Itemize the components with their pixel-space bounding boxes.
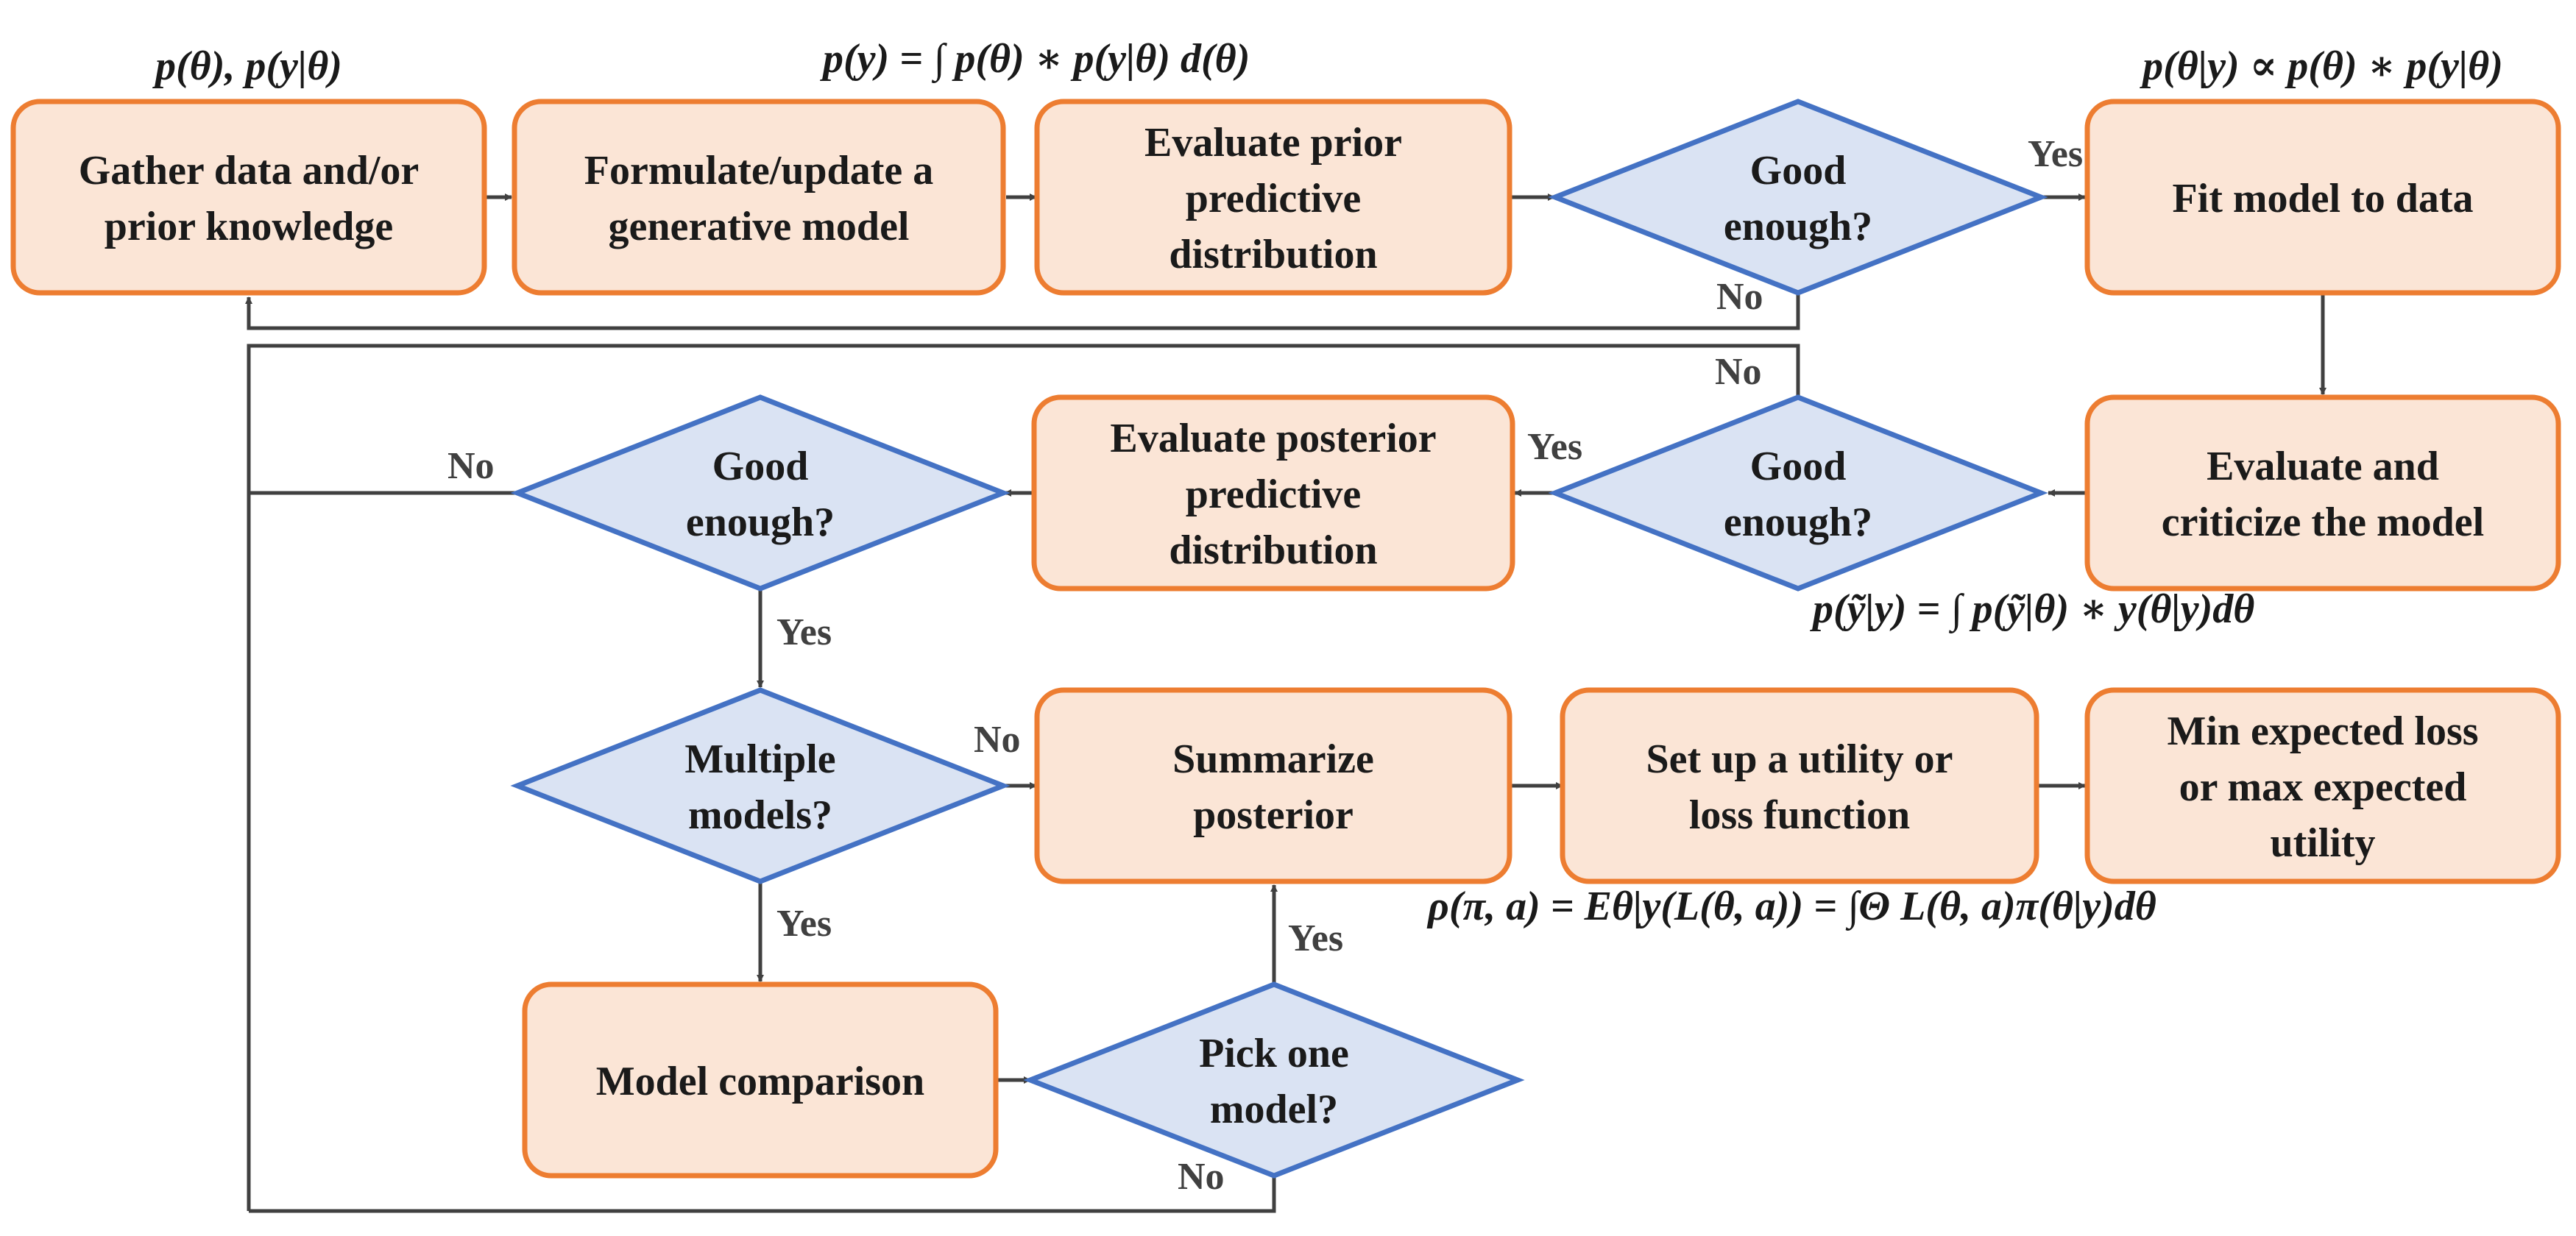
- decision-diamond: [510, 687, 1011, 884]
- node-good3: Good enough?: [510, 394, 1011, 592]
- node-good1: Good enough?: [1548, 99, 2048, 296]
- formula-marginal: p(y) = ∫ p(θ) ∗ p(y|θ) d(θ): [820, 36, 1250, 84]
- node-label-line: posterior: [1193, 792, 1354, 838]
- connectors: [245, 193, 2326, 1213]
- node-eval-prior: Evaluate prior predictive distribution: [1034, 99, 1512, 296]
- label-good1-yes: Yes: [2028, 133, 2083, 175]
- node-label-line: prior knowledge: [105, 204, 394, 249]
- node-label-line: models?: [688, 792, 832, 838]
- node-label-line: enough?: [1724, 204, 1872, 249]
- edge-good1-no: [245, 293, 1800, 330]
- node-fit: Fit model to data: [2084, 99, 2561, 296]
- process-box: [522, 981, 999, 1179]
- formula-prior-likelihood: p(θ), p(y|θ): [152, 43, 342, 89]
- process-box: [1034, 687, 1512, 884]
- node-comparison: Model comparison: [522, 981, 999, 1179]
- node-summarize: Summarize posterior: [1034, 687, 1512, 884]
- node-label-line: Set up a utility or: [1646, 736, 1953, 782]
- node-good2: Good enough?: [1548, 394, 2048, 592]
- label-good2-yes: Yes: [1527, 426, 1582, 468]
- decision-diamond: [1548, 99, 2048, 296]
- process-box: [512, 99, 1006, 296]
- decision-diamond: [510, 394, 1011, 592]
- edge-pick-no: [249, 1176, 1276, 1213]
- process-box: [2084, 394, 2561, 592]
- node-label-line: Gather data and/or: [79, 148, 420, 193]
- node-utility: Set up a utility or loss function: [1560, 687, 2039, 884]
- decision-diamond: [1548, 394, 2048, 592]
- edge-good2-no: [247, 344, 1800, 1211]
- formula-bayes-risk: ρ(π, a) = Eθ|y(L(θ, a)) = ∫Θ L(θ, a)π(θ|…: [1426, 884, 2156, 931]
- node-label-line: loss function: [1689, 792, 1910, 838]
- label-good3-yes: Yes: [776, 611, 832, 653]
- flow-nodes: Gather data and/or prior knowledge Formula…: [10, 99, 2561, 1179]
- node-label-line: Pick one: [1199, 1031, 1349, 1076]
- label-multiple-yes: Yes: [776, 903, 832, 945]
- process-box: [10, 99, 487, 296]
- node-label-line: predictive: [1186, 472, 1361, 517]
- node-label-line: generative model: [609, 204, 910, 249]
- node-multiple: Multiple models?: [510, 687, 1011, 884]
- node-label-line: Evaluate and: [2207, 444, 2439, 489]
- node-formulate: Formulate/update a generative model: [512, 99, 1006, 296]
- label-multiple-no: No: [974, 719, 1021, 761]
- node-label-line: Good: [1750, 444, 1847, 489]
- label-good2-no: No: [1715, 351, 1762, 393]
- process-box: [1034, 99, 1512, 296]
- formula-posterior: p(θ|y) ∝ p(θ) ∗ p(y|θ): [2140, 43, 2503, 89]
- edge-labels: Yes No No Yes No Yes No Yes Yes No: [447, 133, 2083, 1198]
- label-good3-no: No: [447, 445, 495, 487]
- node-label-line: model?: [1210, 1087, 1338, 1132]
- process-box: [1560, 687, 2039, 884]
- node-label-line: Good: [1750, 148, 1847, 193]
- process-box: [2084, 99, 2561, 296]
- node-gather: Gather data and/or prior knowledge: [10, 99, 487, 296]
- node-label-line: Good: [712, 444, 809, 489]
- node-label-line: enough?: [1724, 500, 1872, 545]
- node-label-line: Evaluate posterior: [1110, 416, 1436, 461]
- node-label-line: predictive: [1186, 176, 1361, 221]
- node-pick: Pick one model?: [1023, 981, 1525, 1179]
- node-minloss: Min expected loss or max expected utility: [2084, 687, 2561, 884]
- node-eval-post: Evaluate posterior predictive distribution: [1031, 394, 1515, 592]
- process-box: [2084, 687, 2561, 884]
- formula-posterior-predictive: p(ỹ|y) = ∫ p(ỹ|θ) ∗ y(θ|y)dθ: [1810, 586, 2254, 634]
- node-label-line: criticize the model: [2162, 500, 2484, 545]
- node-label-line: Model comparison: [596, 1059, 924, 1104]
- node-label-line: Summarize: [1172, 736, 1374, 782]
- node-label-line: Min expected loss: [2167, 708, 2478, 754]
- formulas: p(θ), p(y|θ) p(y) = ∫ p(θ) ∗ p(y|θ) d(θ)…: [152, 36, 2503, 931]
- process-box: [1031, 394, 1515, 592]
- node-label-line: Evaluate prior: [1144, 120, 1402, 166]
- node-label-line: enough?: [686, 500, 835, 545]
- node-label-line: Fit model to data: [2172, 176, 2473, 221]
- node-label-line: utility: [2270, 820, 2375, 866]
- node-label-line: Multiple: [684, 736, 835, 782]
- node-label-line: distribution: [1169, 528, 1377, 573]
- node-label-line: or max expected: [2179, 764, 2467, 810]
- label-pick-no: No: [1178, 1156, 1225, 1198]
- node-label-line: Formulate/update a: [584, 148, 933, 193]
- label-pick-yes: Yes: [1288, 917, 1343, 959]
- node-label-line: distribution: [1169, 232, 1377, 277]
- node-eval-criticize: Evaluate and criticize the model: [2084, 394, 2561, 592]
- decision-diamond: [1023, 981, 1525, 1179]
- label-good1-no: No: [1716, 276, 1763, 318]
